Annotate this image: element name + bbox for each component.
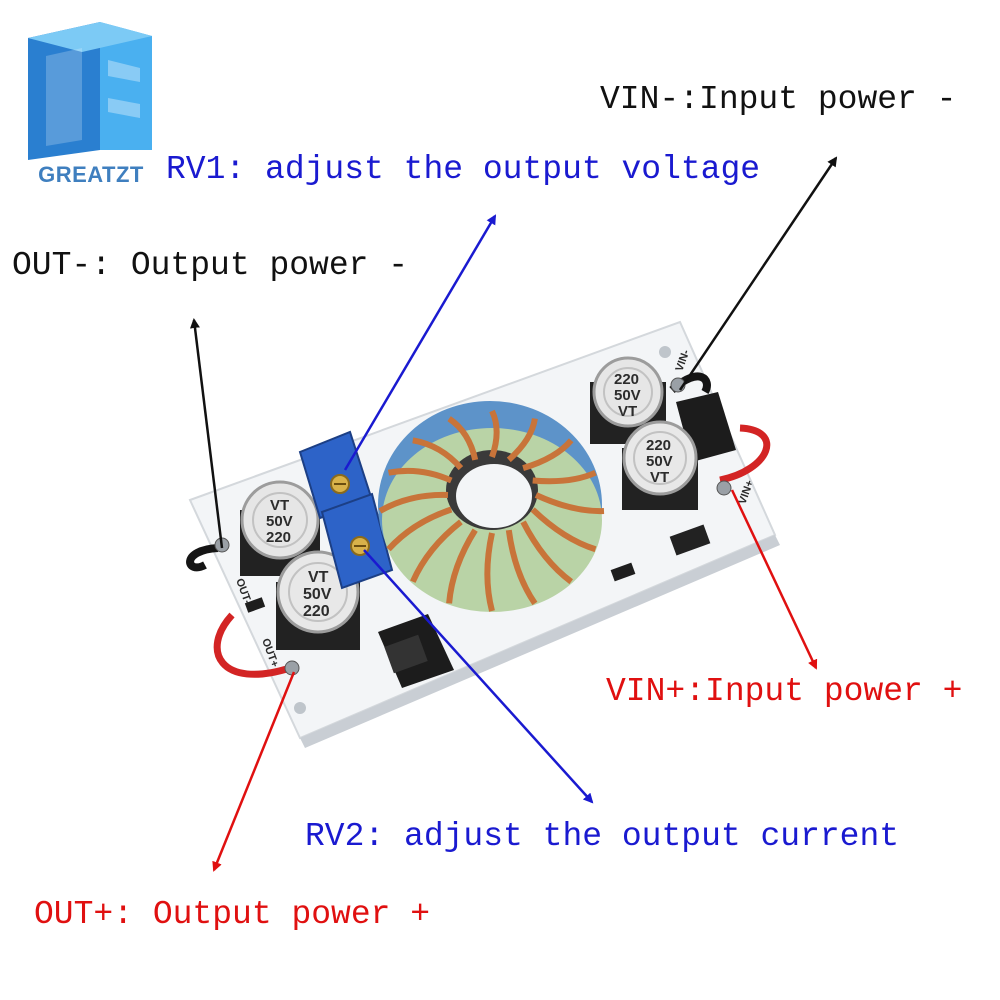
label-vin-minus: VIN-:Input power - bbox=[600, 81, 957, 118]
cap-2-voltage: 50V bbox=[646, 453, 673, 470]
capacitor-2: 220 50V VT bbox=[622, 420, 698, 510]
label-vin-plus: VIN+:Input power + bbox=[606, 673, 963, 710]
copper-winding bbox=[378, 491, 449, 514]
toroidal-inductor bbox=[378, 401, 605, 612]
cap-4-value: 220 bbox=[303, 603, 330, 620]
cap-3-voltage: 50V bbox=[266, 513, 293, 530]
copper-winding bbox=[522, 438, 574, 471]
copper-winding bbox=[387, 467, 453, 484]
cap-1-voltage: 50V bbox=[614, 387, 641, 404]
cap-3-code: VT bbox=[270, 497, 289, 514]
diode bbox=[669, 524, 711, 556]
copper-winding bbox=[530, 507, 597, 553]
copper-winding bbox=[532, 469, 597, 485]
cap-2-code: VT bbox=[650, 469, 669, 486]
cap-2-value: 220 bbox=[646, 437, 671, 454]
label-rv2: RV2: adjust the output current bbox=[305, 818, 900, 855]
cap-4-code: VT bbox=[308, 569, 329, 586]
label-out-minus: OUT-: Output power - bbox=[12, 247, 409, 284]
brand-name: GREATZT bbox=[38, 162, 144, 187]
copper-winding bbox=[386, 506, 453, 552]
cap-1-value: 220 bbox=[614, 371, 639, 388]
capacitor-3: VT 50V 220 bbox=[240, 480, 320, 576]
label-out-plus: OUT+: Output power + bbox=[34, 896, 431, 933]
copper-winding bbox=[534, 492, 605, 515]
cap-3-value: 220 bbox=[266, 529, 291, 546]
vin-plus-lead bbox=[719, 424, 771, 484]
cap-1-code: VT bbox=[618, 403, 637, 420]
copper-winding bbox=[506, 418, 538, 463]
label-rv1: RV1: adjust the output voltage bbox=[166, 151, 761, 188]
cap-4-voltage: 50V bbox=[303, 586, 332, 603]
